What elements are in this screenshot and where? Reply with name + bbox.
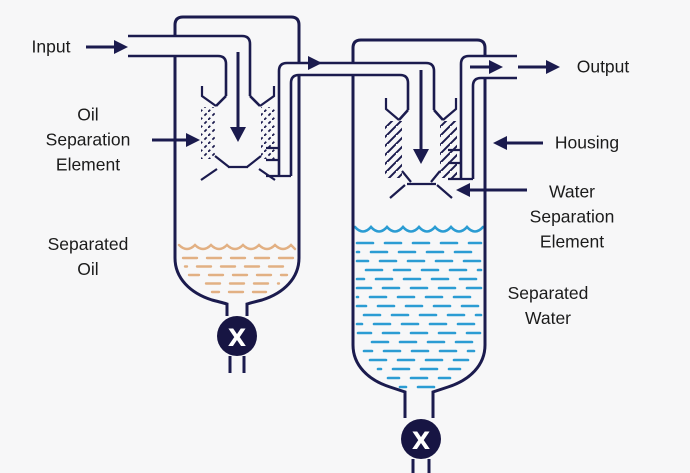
oil-valve-x-icon: X [228, 324, 247, 352]
transfer-flow-arrow [308, 56, 322, 70]
water-element-hatch-left [385, 121, 402, 178]
output-label-arrow [518, 60, 560, 74]
drain-valves: X X [217, 316, 441, 459]
input-label: Input [31, 36, 71, 57]
flow-arrows [230, 52, 503, 164]
right-downflow-arrow [413, 70, 429, 164]
water-drain-valve: X [401, 419, 441, 459]
housings [173, 15, 487, 473]
right-housing-shell [351, 38, 487, 418]
oil-surface-waves [177, 243, 297, 251]
left-downflow-arrow [230, 52, 246, 142]
oil-element-funnel [200, 155, 276, 181]
oil-element-top-edges [200, 86, 276, 107]
oil-separation-element-label: Oil Separation Element [45, 104, 131, 175]
water-surface-waves [353, 225, 485, 233]
water-element-top-edges [384, 98, 458, 121]
separated-water-label: Separated Water [507, 283, 589, 328]
left-downpipe-flares [215, 95, 261, 107]
input-arrow [86, 40, 128, 54]
water-element-hatch-right [440, 121, 457, 178]
oil-element-hatch-right [261, 107, 275, 159]
label-arrows [86, 40, 560, 197]
transfer-pipe [277, 61, 436, 176]
oil-drain-valve: X [217, 316, 257, 356]
output-label: Output [576, 56, 630, 77]
right-drain-stub [411, 459, 431, 473]
input-pipe [128, 34, 252, 96]
separated-oil-liquid [177, 243, 297, 294]
housing-arrow [493, 136, 543, 150]
left-drain-stub [228, 356, 246, 373]
water-separation-element-label: Water Separation Element [529, 181, 615, 252]
oil-element-arrow [152, 133, 200, 147]
water-valve-x-icon: X [412, 427, 431, 455]
water-element-funnel [389, 170, 453, 199]
oil-separation-element-graphic [200, 86, 276, 181]
output-pipe [459, 54, 517, 179]
water-element-arrow [456, 183, 527, 197]
right-downpipe-flares [398, 109, 444, 121]
output-flow-arrow [470, 60, 503, 74]
separated-water-liquid [353, 225, 485, 389]
water-separation-element-graphic [384, 98, 458, 199]
housing-label: Housing [554, 132, 620, 153]
oil-element-hatch-left [201, 107, 215, 159]
separated-oil-label: Separated Oil [47, 234, 129, 279]
pipework [128, 34, 517, 181]
left-housing-shell [173, 15, 301, 316]
